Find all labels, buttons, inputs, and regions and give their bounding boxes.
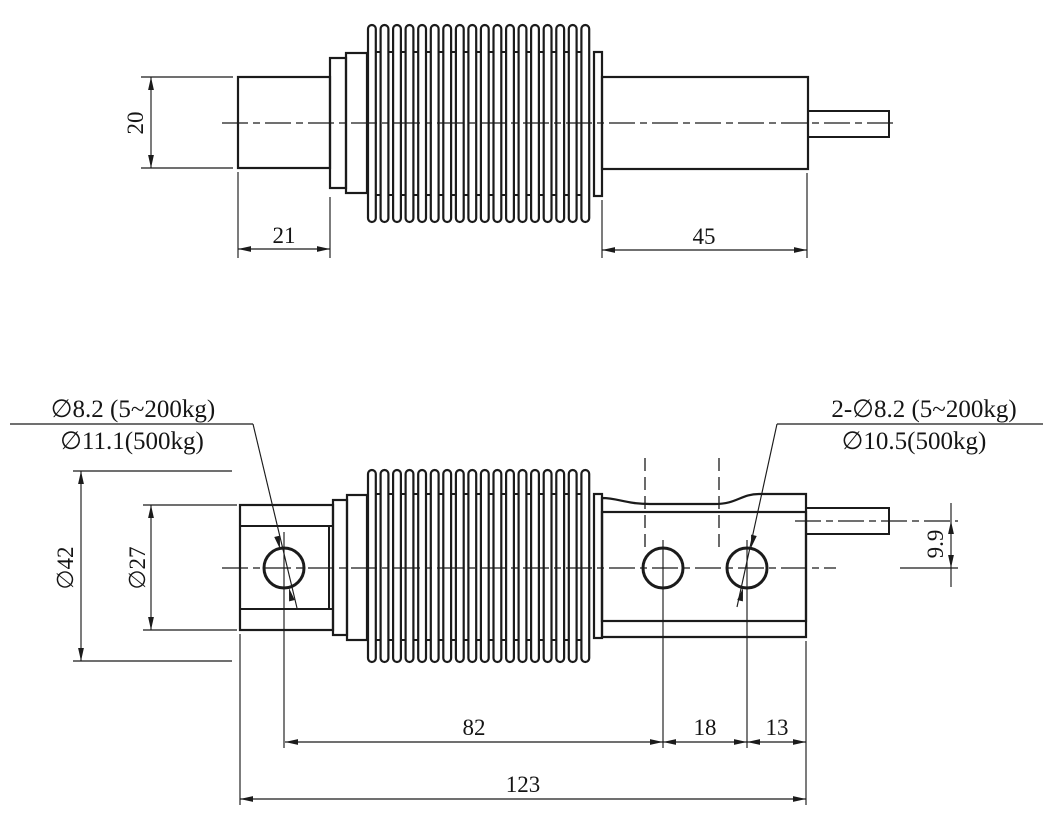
dim-text-hole-pitch: 18 [694,715,717,740]
callout-right-line1: 2-∅8.2 (5~200kg) [831,396,1016,423]
front-view-dimensions: ∅42 ∅27 82 18 13 123 9.9 [53,470,958,805]
callout-right-leader [736,423,778,608]
callout-left-line1: ∅8.2 (5~200kg) [51,396,215,423]
dim-text-hole-span: 82 [463,715,486,740]
end-step [592,50,604,198]
callout-left-leader [252,423,298,609]
bellows-top-view [366,23,591,224]
callout-right-line2: ∅10.5(500kg) [842,428,987,455]
front-view [222,458,958,748]
dim-text-end-offset: 13 [766,715,789,740]
right-block-face [600,510,808,623]
dim-text-shaft-len: 21 [273,223,296,248]
dim-text-bellows-dia: ∅42 [53,546,78,589]
dim-text-block-dia: ∅27 [125,546,150,589]
hole-callouts: ∅8.2 (5~200kg) ∅11.1(500kg) 2-∅8.2 (5~20… [10,396,1043,609]
cable-top-view [807,110,890,138]
top-view-dimensions: 20 21 45 [123,76,808,258]
dim-text-shaft-dia: 20 [123,112,148,135]
dim-text-cable-offset: 9.9 [923,530,948,559]
right-block-outline [600,492,808,639]
dimension-arrowheads [78,77,954,802]
bellows-front-view [366,468,591,664]
dim-text-cylinder-len: 45 [693,224,716,249]
front-end-step [592,492,604,640]
callout-left-line2: ∅11.1(500kg) [60,428,204,455]
dim-text-total-len: 123 [506,772,541,797]
top-view [222,23,896,224]
